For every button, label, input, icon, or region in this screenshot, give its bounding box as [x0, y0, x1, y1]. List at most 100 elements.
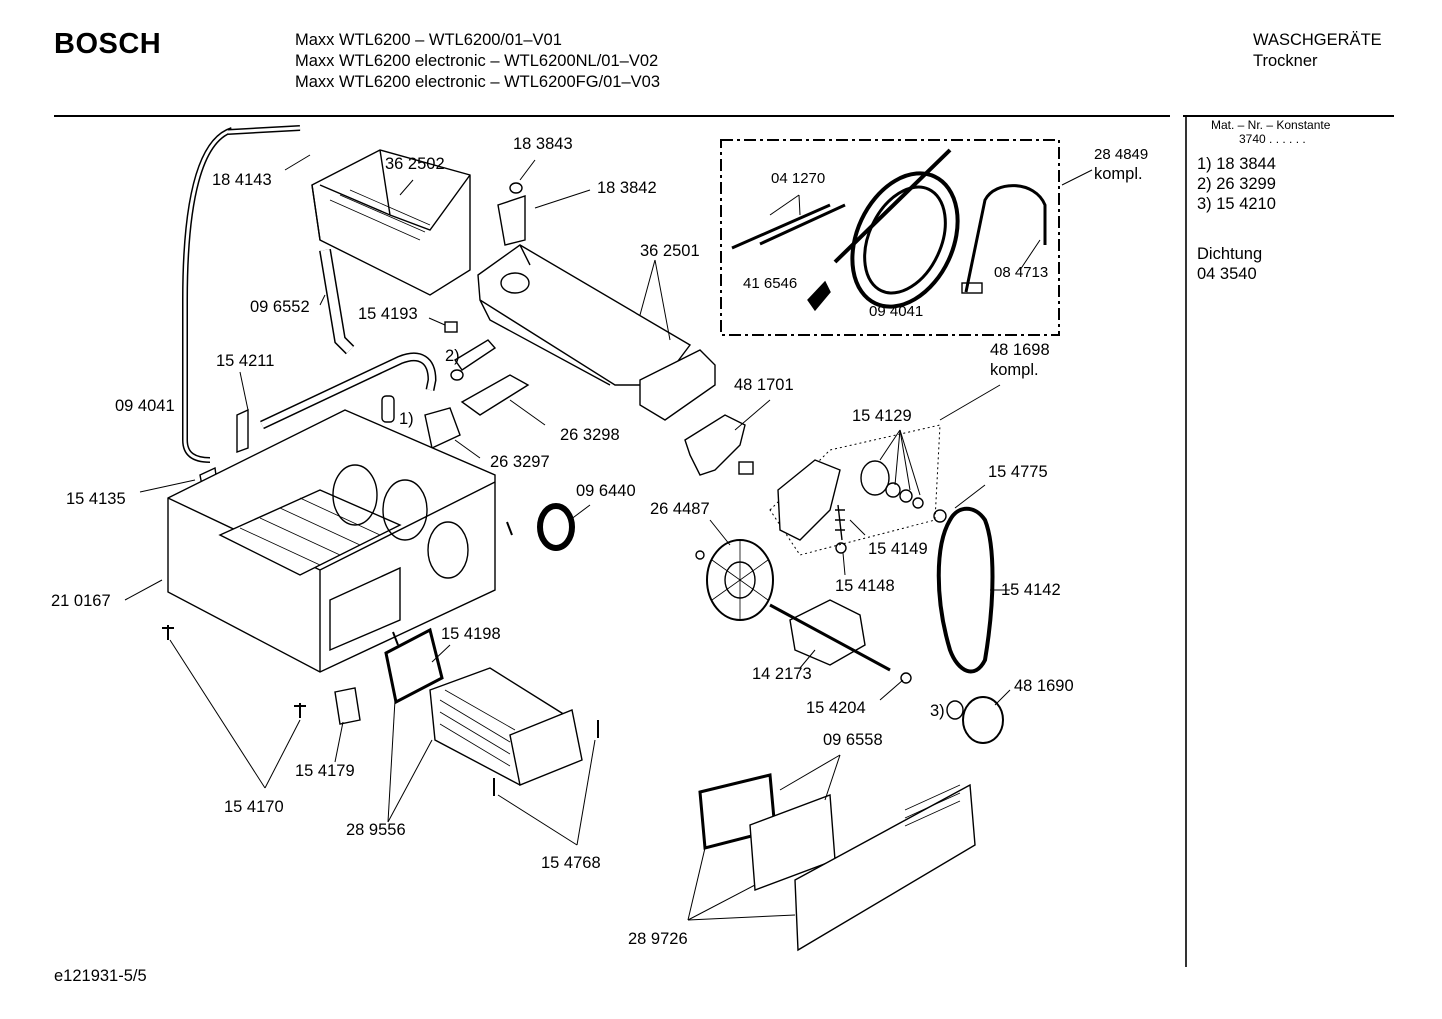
- model-list: Maxx WTL6200 – WTL6200/01–V01 Maxx WTL62…: [295, 30, 660, 93]
- part-label: 14 2173: [752, 665, 812, 683]
- sensor-cap: [450, 369, 464, 381]
- tank-bracket: [639, 349, 716, 421]
- base-front-opening: [329, 566, 401, 652]
- fan-blades: [711, 540, 769, 620]
- part-label: 15 4193: [358, 305, 418, 323]
- condenser-ribs: [329, 189, 431, 241]
- part-label: 48 1701: [734, 376, 794, 394]
- part-label: 28 9556: [346, 821, 406, 839]
- part-label: 41 6546: [743, 275, 798, 292]
- drive-motor: [789, 599, 866, 666]
- washer: [885, 482, 901, 498]
- part-label: 15 4198: [441, 625, 501, 643]
- part-label: 28 4849: [1094, 146, 1149, 163]
- pin: [933, 509, 947, 523]
- part-label: 09 6440: [576, 482, 636, 500]
- part-label: 18 4143: [212, 171, 272, 189]
- part-label: 15 4170: [224, 798, 284, 816]
- part-label: 1): [399, 410, 414, 428]
- panel-vents: [904, 784, 961, 827]
- condenser-housing-edges: [311, 149, 471, 241]
- part-label: 36 2501: [640, 242, 700, 260]
- cap-seal: [509, 182, 523, 194]
- capacitor: [381, 395, 395, 423]
- seal-label: Dichtung: [1197, 245, 1263, 263]
- category-title: WASCHGERÄTE: [1253, 31, 1382, 49]
- drive-belt: [936, 506, 995, 674]
- pulley: [860, 460, 890, 496]
- part-label: 3): [930, 702, 945, 720]
- brand-logo: BOSCH: [54, 28, 162, 60]
- category-block: WASCHGERÄTE Trockner: [1253, 30, 1382, 72]
- sensor-part: [453, 339, 497, 371]
- base-grid-lines: [239, 497, 381, 566]
- exchanger-handle: [509, 709, 583, 786]
- part-label: 09 4041: [869, 303, 924, 320]
- part-label: 26 3297: [490, 453, 550, 471]
- part-label: 26 3298: [560, 426, 620, 444]
- part-label: 15 4768: [541, 854, 601, 872]
- washer: [912, 497, 924, 509]
- screw: [392, 521, 513, 646]
- part-label: kompl.: [1094, 165, 1143, 183]
- part-label: 48 1690: [1014, 677, 1074, 695]
- part-label: 15 4179: [295, 762, 355, 780]
- pcb-plate: [460, 374, 530, 416]
- hose-part-inner: [183, 128, 233, 462]
- part-label: 09 6552: [250, 298, 310, 316]
- part-label: 21 0167: [51, 592, 111, 610]
- float-switch: [236, 408, 249, 453]
- tensioner-bracket: [777, 459, 841, 541]
- pulley-seal: [946, 700, 964, 720]
- tank-shell-edges: [479, 244, 611, 386]
- part-label: 18 3842: [597, 179, 657, 197]
- part-label: 09 4041: [115, 397, 175, 415]
- motor-washer: [900, 672, 912, 684]
- cable-ties: [731, 203, 846, 250]
- drum-pulley: [962, 696, 1004, 744]
- hose-coil-inner: [863, 185, 947, 295]
- note-list: 1) 18 3844 2) 26 3299 3) 15 4210: [1197, 154, 1407, 214]
- subcategory-title: Trockner: [1253, 52, 1318, 70]
- note-item: 3) 15 4210: [1197, 195, 1276, 213]
- mount-clip: [738, 461, 754, 475]
- tank-opening: [500, 272, 530, 294]
- tank-cap: [497, 195, 526, 246]
- spring-hook: [835, 542, 847, 554]
- exchanger-fins: [439, 689, 516, 767]
- base-fan-port-2: [382, 479, 428, 541]
- hose-short-inner: [320, 249, 354, 354]
- screw: [294, 703, 306, 718]
- spring: [835, 504, 845, 541]
- matnr-value: 3740 . . . . . .: [1239, 132, 1306, 146]
- document-code: e121931-5/5: [54, 967, 147, 985]
- part-label: 2): [445, 347, 460, 365]
- fan-nut: [695, 550, 705, 560]
- small-clip: [444, 321, 458, 333]
- sidebar-notes: Mat. – Nr. – Konstante 3740 . . . . . . …: [1197, 118, 1407, 284]
- part-label: 15 4775: [988, 463, 1048, 481]
- base-fan-port: [332, 464, 378, 526]
- part-label: 15 4211: [216, 352, 275, 370]
- hose-coil: [850, 171, 960, 309]
- filter-seal: [384, 627, 444, 705]
- part-label: 08 4713: [994, 264, 1049, 281]
- part-label: 09 6558: [823, 731, 883, 749]
- front-panel: [794, 783, 976, 952]
- seal-number: 04 3540: [1197, 265, 1257, 283]
- note-item: 2) 26 3299: [1197, 175, 1276, 193]
- part-label: 15 4149: [868, 540, 928, 558]
- part-label: 28 9726: [628, 930, 688, 948]
- part-label: 15 4129: [852, 407, 912, 425]
- part-label: 48 1698: [990, 341, 1050, 359]
- motor-shaft: [769, 603, 891, 672]
- model-line: Maxx WTL6200 electronic – WTL6200NL/01–V…: [295, 52, 659, 70]
- leader-lines: [124, 154, 1093, 921]
- part-label: kompl.: [990, 361, 1039, 379]
- note-item: 1) 18 3844: [1197, 155, 1276, 173]
- base-tray-edges: [167, 481, 496, 672]
- part-label: 15 4142: [1001, 581, 1061, 599]
- base-grid: [218, 489, 402, 576]
- washer: [899, 489, 913, 503]
